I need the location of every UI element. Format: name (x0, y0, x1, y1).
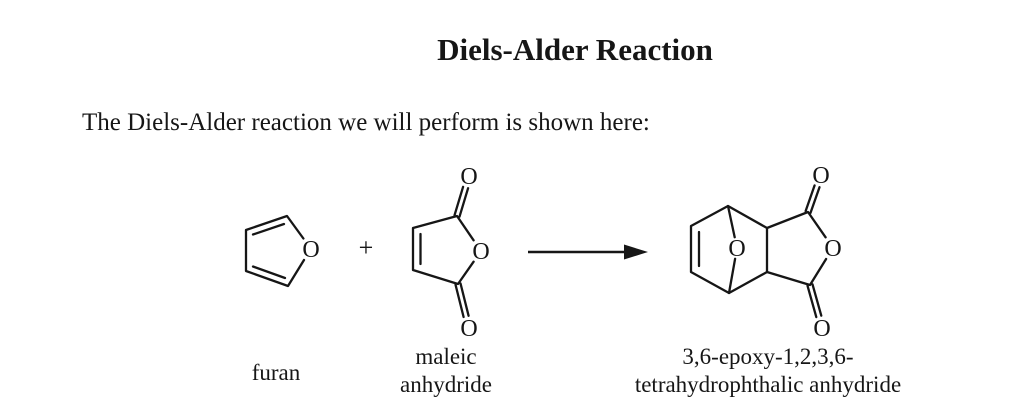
maleic-bottom-carbonyl-oxygen-label: O (460, 316, 477, 342)
product-ring-oxygen-label: O (824, 236, 841, 262)
maleic-ring-bonds (411, 214, 475, 286)
product-name-line-2: tetrahydrophthalic anhydride (634, 372, 902, 397)
product-bottom-carbonyl-double-bond (806, 283, 823, 319)
page-title: Diels-Alder Reaction (437, 32, 713, 67)
plus-operator: + (359, 233, 374, 262)
product-epoxy-bridge-bonds (726, 204, 737, 295)
product-structure: O O O O (689, 163, 842, 342)
maleic-ring-oxygen-label: O (472, 239, 489, 265)
maleic-anhydride-structure: O O O (411, 164, 490, 342)
reaction-scheme-drawing: O + O O O (244, 163, 842, 342)
furan-structure: O (244, 214, 320, 288)
maleic-bottom-carbonyl-double-bond (454, 282, 470, 319)
maleic-top-carbonyl-oxygen-label: O (460, 164, 477, 190)
furan-oxygen-label: O (302, 237, 319, 263)
maleic-anhydride-name-label: maleic anhydride (366, 343, 526, 399)
product-name-label: 3,6-epoxy-1,2,3,6- tetrahydrophthalic an… (593, 343, 943, 399)
maleic-top-carbonyl-double-bond (453, 185, 470, 218)
maleic-name-line-2: anhydride (400, 372, 492, 397)
product-top-carbonyl-oxygen-label: O (812, 163, 829, 189)
furan-ring-bonds (244, 214, 306, 288)
product-name-line-1: 3,6-epoxy-1,2,3,6- (682, 344, 854, 369)
intro-text: The Diels-Alder reaction we will perform… (82, 109, 650, 136)
maleic-name-line-1: maleic (415, 344, 477, 369)
furan-double-bond-inner-lines (251, 222, 287, 280)
reaction-arrow-head (624, 244, 648, 260)
furan-name-label: furan (196, 359, 356, 387)
product-bottom-carbonyl-oxygen-label: O (813, 316, 830, 342)
product-top-carbonyl-double-bond (804, 184, 821, 215)
product-anhydride-ring-bonds (765, 210, 828, 287)
reaction-arrow (528, 244, 648, 260)
reaction-scheme: O + O O O (0, 150, 1024, 412)
furan-name-line: furan (251, 360, 301, 385)
product-bridge-oxygen-label: O (728, 236, 745, 262)
